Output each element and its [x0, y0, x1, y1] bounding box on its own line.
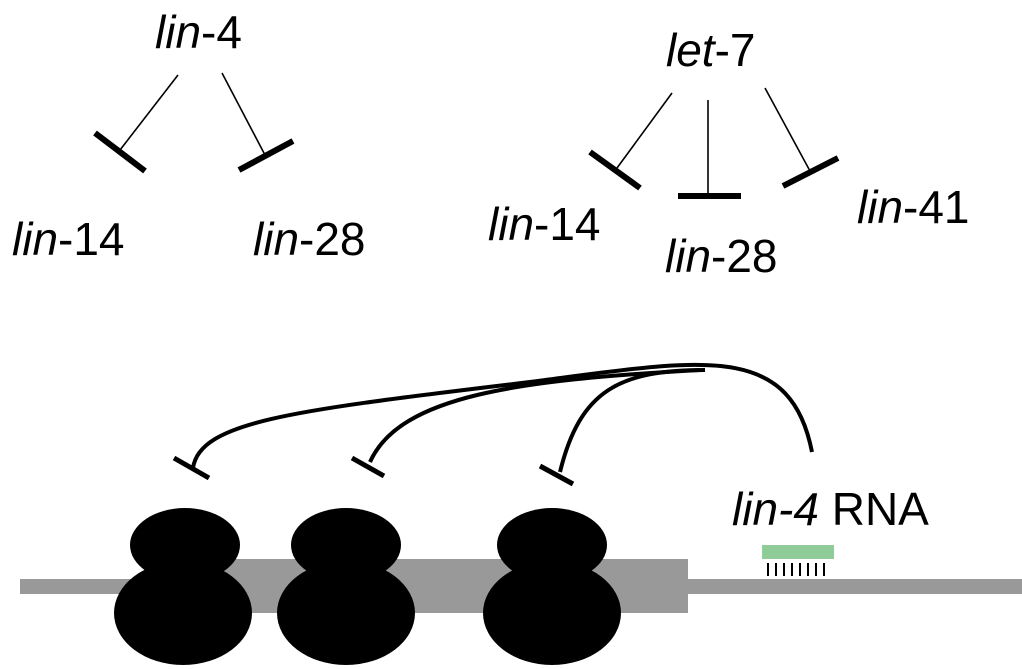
inhibition-bar-ribosome-3 [538, 463, 575, 487]
ribosome [483, 508, 621, 665]
lin4-to-lin14-inhibition-line [119, 74, 179, 151]
ribosome [277, 508, 415, 665]
inhibition-arc-ribosome-2 [368, 368, 701, 463]
translation-repression-panel: lin-4 RNA [20, 362, 1022, 665]
lin4-rna-label: lin-4 RNA [732, 483, 929, 535]
lin4-to-lin28-inhibition-line [221, 72, 266, 156]
lin4-rna-strand [762, 545, 834, 559]
inhibition-arc-ribosome-1 [191, 362, 814, 469]
let7-to-lin41-inhibition-bar [781, 155, 840, 189]
lin4-regulator-label: lin-4 [155, 6, 242, 58]
lin4-to-lin28-inhibition-bar [237, 138, 295, 173]
lin4-to-lin14-inhibition-bar [93, 130, 147, 174]
inhibition-bar-ribosome-1 [172, 455, 211, 481]
lin41-target-label: lin-41 [857, 181, 970, 233]
lin14-target-label: lin-14 [12, 213, 125, 265]
let7-to-lin41-inhibition-line [764, 87, 811, 172]
ribosome [114, 508, 252, 665]
lin28-target-label: lin-28 [253, 213, 366, 265]
base-pairing-ticks [767, 563, 825, 576]
let7-to-lin14-inhibition-line [616, 92, 673, 169]
lin14-target-label: lin-14 [488, 198, 601, 250]
let7-regulation-panel: let-7 lin-14 lin-28 lin-41 [488, 24, 970, 282]
lin4-regulation-panel: lin-4 lin-14 lin-28 [12, 6, 366, 265]
inhibition-arc-ribosome-3 [558, 368, 706, 473]
let7-regulator-label: let-7 [666, 24, 756, 76]
inhibition-bar-ribosome-2 [350, 455, 386, 479]
let7-to-lin14-inhibition-bar [588, 149, 642, 191]
lin28-target-label: lin-28 [665, 230, 778, 282]
